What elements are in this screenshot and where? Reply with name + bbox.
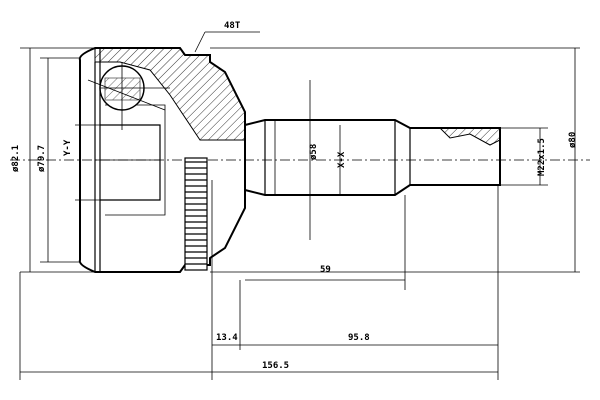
thread-label: M22x1.5: [537, 138, 547, 176]
shaft-dia-label: ø58: [309, 144, 319, 160]
flange-dia-label: ø80: [568, 132, 578, 148]
inner-dia-label: ø79.7: [37, 145, 47, 172]
total-length-label: 156.5: [262, 361, 289, 371]
joint-housing: [78, 47, 246, 273]
length-95-8-label: 95.8: [348, 333, 370, 343]
abs-ring: [184, 157, 208, 271]
dimension-lines: [19, 31, 580, 380]
length-59-label: 59: [320, 265, 331, 275]
x-axis-label: X-X: [337, 151, 347, 168]
ball-cage: [87, 62, 170, 130]
length-13-4-label: 13.4: [216, 333, 238, 343]
teeth-label: 48T: [224, 21, 241, 31]
shaft: [244, 119, 501, 196]
y-axis-label: Y-Y: [63, 139, 73, 156]
outer-dia-label: ø82.1: [11, 145, 21, 172]
